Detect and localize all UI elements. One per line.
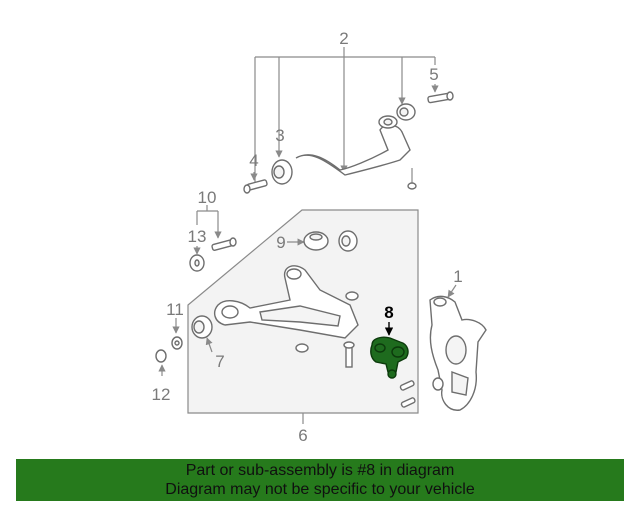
info-banner: Part or sub-assembly is #8 in diagram Di… [16, 459, 624, 501]
callout-5: 5 [429, 65, 438, 84]
callout-12: 12 [152, 385, 171, 404]
callout-2-bracket [254, 47, 436, 185]
bushing-3 [271, 159, 293, 185]
washer-11 [171, 318, 183, 350]
callout-3: 3 [275, 126, 284, 145]
upper-bushing-right [396, 103, 416, 121]
lower-control-arm [213, 265, 359, 368]
steering-knuckle-1 [429, 284, 487, 411]
nut-12 [155, 349, 167, 376]
callout-1: 1 [453, 267, 462, 286]
callout-9: 9 [276, 233, 285, 252]
callout-10-bracket [193, 205, 222, 255]
bolt-5 [427, 84, 454, 104]
banner-line-2: Diagram may not be specific to your vehi… [165, 481, 475, 498]
callout-4: 4 [249, 151, 258, 170]
bushing-9 [287, 230, 358, 252]
ball-joint-bolts [399, 380, 416, 408]
banner-line-1: Part or sub-assembly is #8 in diagram [185, 462, 455, 479]
callout-6: 6 [298, 426, 307, 445]
callout-2: 2 [339, 29, 348, 48]
callout-10: 10 [198, 188, 217, 207]
upper-control-arm [295, 115, 417, 190]
bushing-7 [191, 315, 213, 353]
bolt-10 [211, 237, 237, 251]
callout-11: 11 [166, 300, 184, 319]
bolt-4 [243, 172, 268, 194]
callout-13: 13 [188, 227, 207, 246]
callout-7: 7 [215, 352, 224, 371]
washer-13 [189, 254, 205, 272]
ball-joint-8 [370, 322, 409, 379]
callout-8: 8 [384, 303, 393, 322]
